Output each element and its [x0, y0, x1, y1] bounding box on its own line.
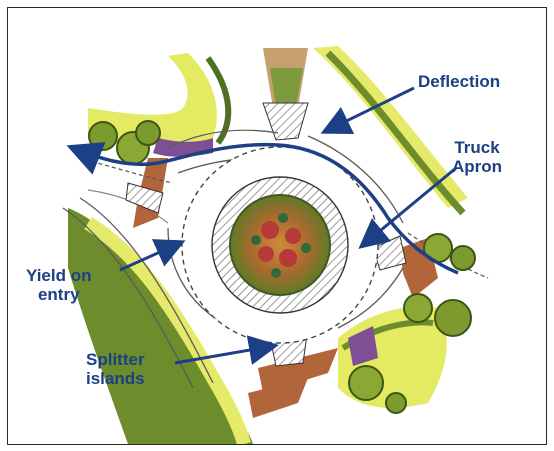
yield-on-entry-label: Yield on entry [26, 266, 92, 304]
truck-apron-label: Truck Apron [452, 138, 502, 176]
central-island [182, 147, 378, 343]
deflection-label: Deflection [418, 72, 500, 91]
diagram-frame: Deflection Truck Apron Yield on entry Sp… [7, 7, 547, 445]
splitter-islands-label: Splitter islands [86, 350, 145, 388]
